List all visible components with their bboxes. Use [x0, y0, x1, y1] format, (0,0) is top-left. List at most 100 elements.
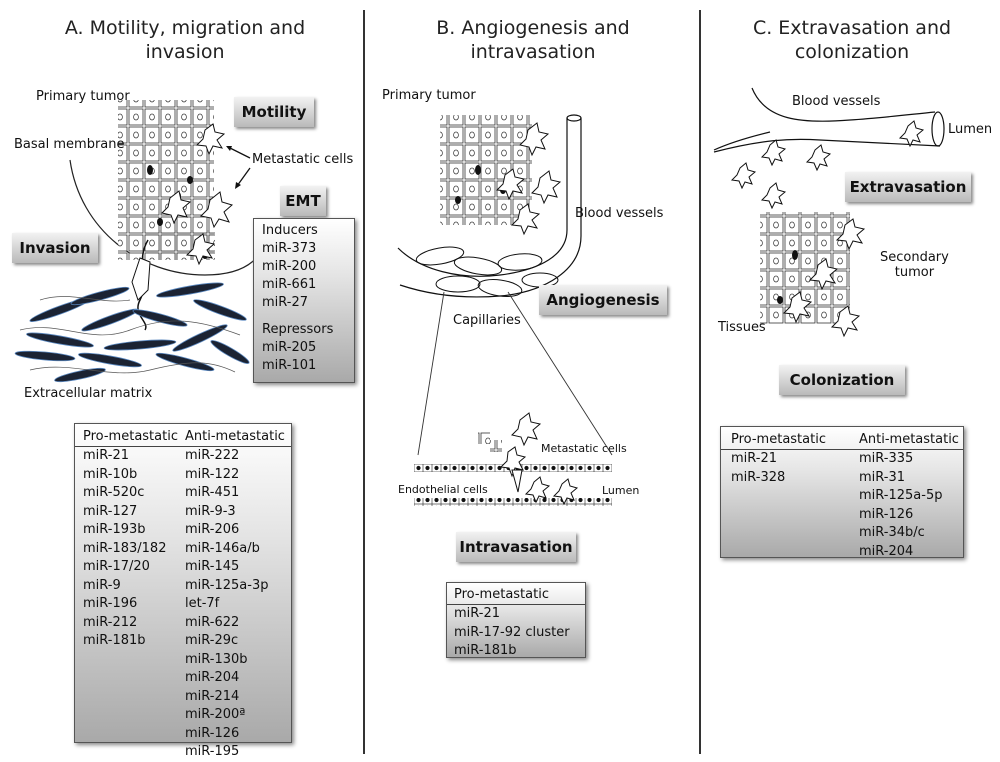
label-metastatic-cells-b: Metastatic cells [541, 442, 627, 455]
label-lumen-b: Lumen [602, 484, 640, 497]
emt-inducer: miR-200 [262, 259, 317, 274]
table-a-pro-item: miR-10b [83, 466, 138, 482]
table-b-pro-item: miR-17-92 cluster [454, 624, 570, 640]
table-a-anti-item: miR-145 [185, 559, 240, 574]
table-a-pro-item: miR-193b [83, 522, 146, 537]
arrow-metastatic-2 [236, 167, 251, 187]
table-a-anti-item: miR-214 [185, 688, 240, 704]
panel-a-title: A. Motility, migration and invasion [20, 16, 350, 64]
table-a-anti-item: miR-126 [185, 725, 240, 741]
label-endothelial-cells: Endothelial cells [398, 483, 488, 496]
extravasating-cells-c [730, 120, 925, 210]
table-b-pro-column: miR-21 miR-17-92 cluster miR-181b [447, 605, 585, 661]
tag-invasion: Invasion [12, 233, 98, 263]
table-c-anti-item: miR-335 [859, 451, 914, 466]
tag-motility: Motility [234, 97, 314, 127]
intravasating-cells [478, 412, 579, 506]
emt-repressors-label: Repressors [262, 322, 334, 337]
table-c-anti-item: miR-31 [859, 469, 906, 485]
metastatic-cells-c [782, 218, 866, 338]
arrow-metastatic-1 [227, 146, 251, 159]
label-basal-membrane: Basal membrane [14, 137, 125, 152]
tag-colonization: Colonization [779, 365, 905, 395]
table-a-anti-item: miR-122 [185, 466, 240, 482]
label-lumen-c: Lumen [948, 122, 993, 137]
table-a-anti-item: let-7f [185, 596, 220, 611]
emt-inducer: miR-373 [262, 241, 317, 256]
panel-c-mirna-table: Pro-metastatic Anti-metastatic miR-21 mi… [720, 426, 964, 561]
table-a-pro-column: miR-21 miR-10b miR-520c miR-127 miR-193b… [83, 447, 185, 762]
label-capillaries: Capillaries [453, 313, 521, 328]
table-a-anti-item: miR-200ª [185, 707, 246, 722]
panel-c-title: C. Extravasation and colonization [712, 16, 992, 64]
metastatic-cells-a [161, 123, 234, 266]
emt-inducers-label: Inducers [262, 223, 318, 238]
table-c-anti-item: miR-125a-5p [859, 488, 943, 503]
table-a-anti-item: miR-9-3 [185, 503, 236, 519]
panel-b-mirna-table: Pro-metastatic miR-21 miR-17-92 cluster … [446, 582, 586, 658]
table-a-anti-item: miR-204 [185, 670, 240, 685]
panel-c-title-line1: C. Extravasation and [752, 17, 952, 39]
panel-b-title-line1: B. Angiogenesis and [436, 17, 630, 39]
panel-a-title-line1: A. Motility, migration and [64, 17, 306, 39]
label-secondary-tumor-line2: tumor [894, 265, 935, 280]
primary-tumor-cluster-b [440, 115, 532, 225]
table-c-pro-header: Pro-metastatic [731, 432, 826, 447]
label-blood-vessels-c: Blood vessels [792, 94, 881, 109]
table-a-anti-item: miR-125a-3p [185, 577, 269, 593]
tag-extravasation: Extravasation [845, 172, 971, 202]
panel-a-title-line2: invasion [145, 41, 225, 63]
table-c-pro-item: miR-328 [731, 469, 786, 485]
table-c-pro-item: miR-21 [731, 451, 778, 466]
table-a-anti-item: miR-206 [185, 522, 240, 537]
emt-repressor: miR-205 [262, 340, 317, 355]
table-a-pro-item: miR-9 [83, 577, 121, 593]
tag-intravasation: Intravasation [456, 532, 576, 562]
table-b-pro-item: miR-181b [454, 643, 517, 658]
table-a-pro-item: miR-17/20 [83, 559, 150, 574]
table-a-pro-item: miR-212 [83, 614, 138, 630]
tag-angiogenesis: Angiogenesis [539, 285, 667, 315]
table-a-anti-item: miR-195 [185, 744, 240, 759]
extracellular-matrix-a [14, 282, 250, 383]
table-c-anti-item: miR-204 [859, 543, 914, 559]
label-metastatic-cells-a: Metastatic cells [252, 152, 354, 167]
table-a-anti-item: miR-29c [185, 633, 239, 648]
label-primary-tumor-a: Primary tumor [36, 89, 130, 104]
metastatic-cells-b [495, 122, 562, 236]
panel-a-mirna-table: Pro-metastatic Anti-metastatic miR-21 mi… [74, 423, 292, 759]
label-primary-tumor-b: Primary tumor [382, 88, 476, 103]
primary-tumor-cluster-a [118, 100, 215, 260]
table-a-anti-item: miR-130b [185, 651, 248, 667]
table-a-pro-item: miR-21 [83, 448, 130, 463]
table-c-anti-header: Anti-metastatic [859, 432, 959, 447]
divider-left [363, 10, 365, 754]
table-a-anti-column: miR-222 miR-122 miR-451 miR-9-3 miR-206 … [185, 447, 268, 762]
label-tissues: Tissues [718, 320, 766, 335]
table-a-pro-item: miR-127 [83, 503, 138, 519]
table-a-pro-header: Pro-metastatic [83, 429, 178, 444]
endothelial-layer-bottom [414, 498, 612, 506]
table-c-anti-column: miR-335 miR-31 miR-125a-5p miR-126 miR-3… [859, 450, 942, 561]
label-secondary-tumor-line1: Secondary [880, 250, 949, 265]
panel-b-title-line2: intravasation [470, 41, 596, 63]
divider-right [699, 10, 701, 754]
table-a-pro-item: miR-183/182 [83, 540, 167, 556]
table-a-anti-item: miR-222 [185, 448, 240, 463]
table-a-anti-item: miR-146a/b [185, 540, 260, 556]
label-extracellular-matrix: Extracellular matrix [24, 386, 153, 401]
emt-inducer: miR-27 [262, 295, 309, 310]
panel-c-title-line2: colonization [794, 41, 910, 63]
tag-emt: EMT [280, 186, 326, 216]
table-a-anti-item: miR-451 [185, 485, 240, 500]
table-c-anti-item: miR-34b/c [859, 525, 925, 540]
table-b-pro-item: miR-21 [454, 606, 501, 621]
table-b-pro-header: Pro-metastatic [454, 587, 549, 602]
label-secondary-tumor: Secondary tumor [880, 250, 949, 280]
matrix-fibers-a [19, 296, 241, 374]
table-a-pro-item: miR-520c [83, 485, 145, 500]
table-c-pro-column: miR-21 miR-328 [731, 450, 859, 561]
label-blood-vessels-b: Blood vessels [575, 206, 664, 221]
table-c-anti-item: miR-126 [859, 506, 914, 522]
